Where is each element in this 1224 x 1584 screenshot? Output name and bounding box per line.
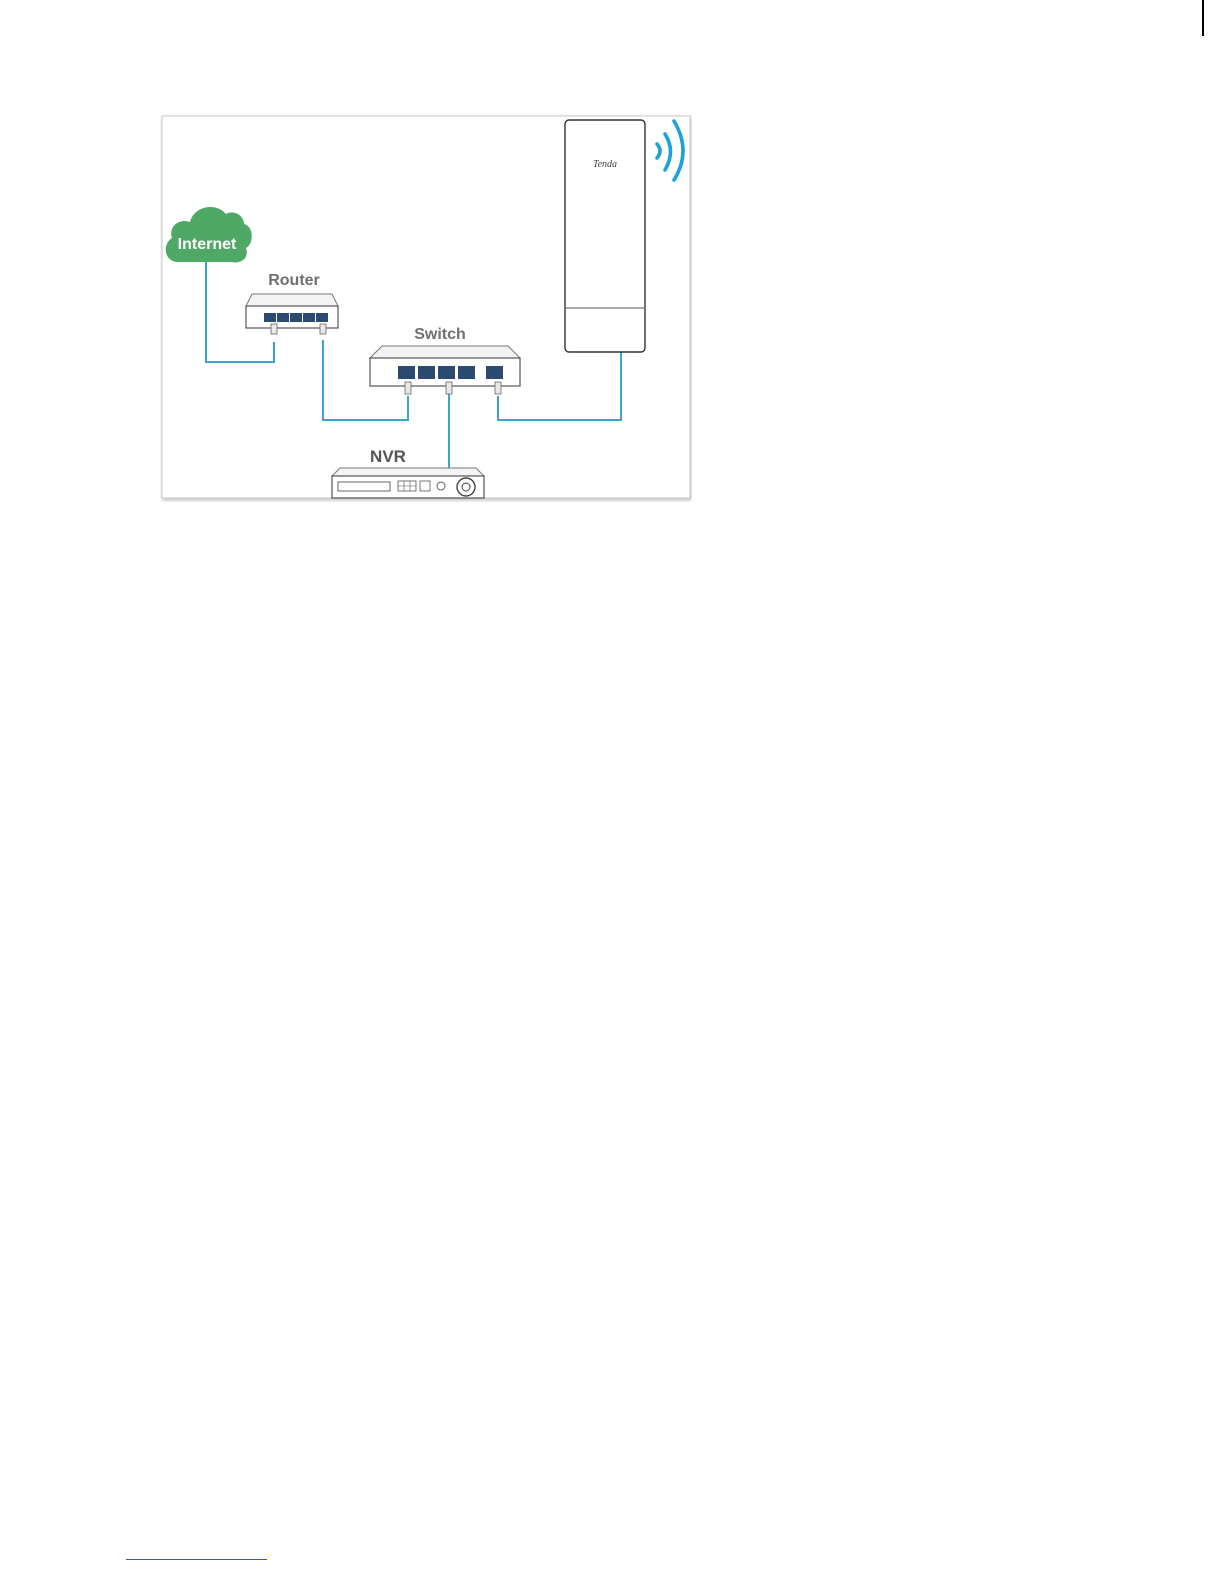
router-plug-left [271,324,277,334]
internet-label: Internet [178,236,237,253]
router-icon [246,294,338,334]
switch-ports [398,366,503,379]
switch-plug-1 [405,382,411,394]
nvr-label: NVR [370,447,406,466]
cpe-brand-label: Tenda [593,159,617,170]
router-plug-right [320,324,326,334]
footer-link-underline[interactable] [126,1559,267,1560]
network-topology-diagram: Internet Router Switch [160,114,692,502]
nvr-icon [332,468,484,498]
outdoor-cpe-icon: Tenda [565,120,645,352]
router-ports [264,313,328,322]
switch-plug-3 [495,382,501,394]
diagram-canvas: Internet Router Switch [160,114,692,502]
page-edge-rule [1202,0,1204,36]
switch-plug-2 [446,382,452,394]
switch-label: Switch [414,326,466,343]
router-label: Router [268,272,320,289]
